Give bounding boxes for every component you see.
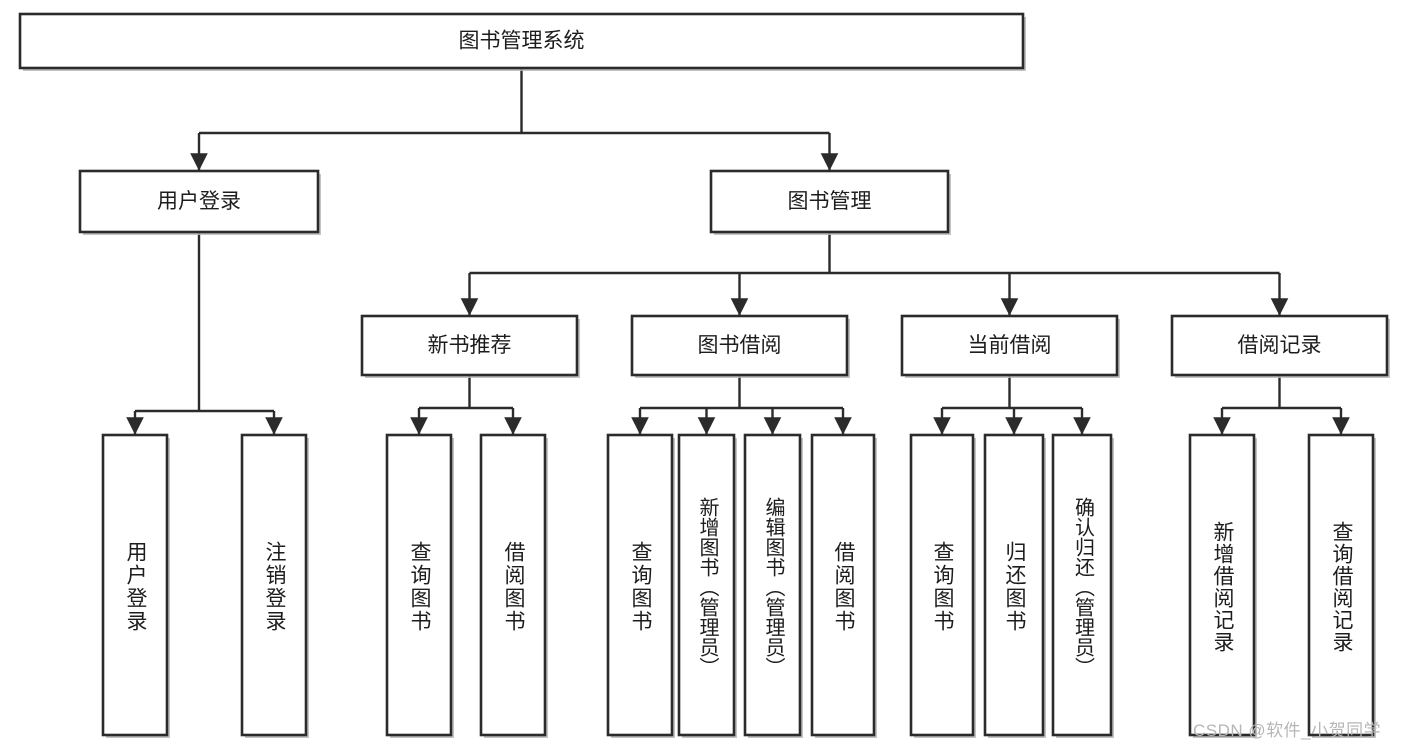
node-label: 借阅记录 bbox=[1238, 334, 1322, 357]
node-leaf-edit-book[interactable] bbox=[743, 433, 803, 738]
node-box[interactable] bbox=[909, 433, 975, 737]
node-leaf-query-record[interactable] bbox=[1307, 433, 1376, 738]
node-leaf-return-book[interactable] bbox=[983, 433, 1046, 738]
node-label: 当前借阅 bbox=[968, 334, 1052, 357]
node-root[interactable]: 图书管理系统 bbox=[18, 12, 1026, 71]
node-box[interactable] bbox=[677, 433, 736, 737]
node-box[interactable] bbox=[900, 314, 1119, 377]
node-label: 图书借阅 bbox=[698, 334, 782, 357]
node-box[interactable] bbox=[101, 433, 169, 737]
node-leaf-borrow-book-1[interactable] bbox=[479, 433, 548, 738]
node-leaf-query-book-1[interactable] bbox=[385, 433, 454, 738]
edges-layer bbox=[126, 68, 1350, 435]
node-borrow-record[interactable]: 借阅记录 bbox=[1170, 314, 1390, 378]
node-box[interactable] bbox=[743, 433, 802, 737]
node-book-manage[interactable]: 图书管理 bbox=[709, 169, 951, 235]
node-user-login[interactable]: 用户登录 bbox=[78, 169, 321, 235]
node-leaf-user-logout[interactable] bbox=[240, 433, 309, 738]
node-box[interactable] bbox=[385, 433, 453, 737]
node-label: 新书推荐 bbox=[428, 334, 512, 357]
node-label: 图书管理系统 bbox=[459, 30, 585, 53]
node-label: 图书管理 bbox=[788, 190, 872, 213]
node-box[interactable] bbox=[1170, 314, 1389, 377]
node-box[interactable] bbox=[630, 314, 849, 377]
node-label: 用户登录 bbox=[157, 190, 241, 213]
node-leaf-borrow-book-2[interactable] bbox=[810, 433, 877, 738]
node-box[interactable] bbox=[1188, 433, 1256, 737]
node-book-borrow[interactable]: 图书借阅 bbox=[630, 314, 850, 378]
node-box[interactable] bbox=[983, 433, 1045, 737]
node-leaf-add-book[interactable] bbox=[677, 433, 737, 738]
node-leaf-user-login[interactable] bbox=[101, 433, 170, 738]
node-leaf-add-record[interactable] bbox=[1188, 433, 1257, 738]
node-leaf-confirm-return[interactable] bbox=[1051, 433, 1114, 738]
csdn-watermark: CSDN @软件_小贺同学 bbox=[1193, 721, 1382, 740]
node-leaf-query-book-2[interactable] bbox=[606, 433, 675, 738]
node-new-book-recommend[interactable]: 新书推荐 bbox=[360, 314, 580, 378]
node-box[interactable] bbox=[1307, 433, 1375, 737]
node-box[interactable] bbox=[360, 314, 579, 377]
node-box[interactable] bbox=[606, 433, 674, 737]
node-box[interactable] bbox=[810, 433, 876, 737]
node-box[interactable] bbox=[78, 169, 320, 234]
node-box[interactable] bbox=[1051, 433, 1113, 737]
node-box[interactable] bbox=[240, 433, 308, 737]
node-box[interactable] bbox=[709, 169, 950, 234]
node-box[interactable] bbox=[479, 433, 547, 737]
node-box[interactable] bbox=[18, 12, 1025, 70]
node-leaf-query-book-3[interactable] bbox=[909, 433, 976, 738]
node-current-borrow[interactable]: 当前借阅 bbox=[900, 314, 1120, 378]
